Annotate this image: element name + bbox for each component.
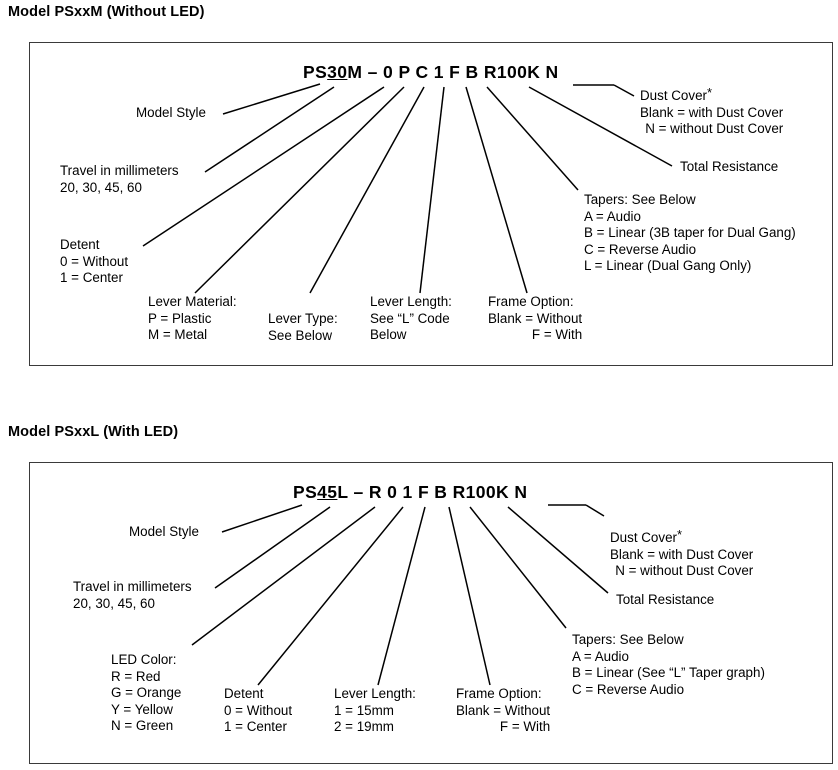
callout-lever-length-l1-m: See “L” Code <box>370 310 450 326</box>
callout-dust-cover-blank-l: Blank = with Dust Cover <box>610 546 754 562</box>
callout-dust-cover-star-m: * <box>706 85 713 100</box>
part-number-underlined: 30 <box>327 62 348 82</box>
part-number-psxxm: PS30M – 0 P C 1 F B R100K N <box>303 62 559 83</box>
callout-tapers-b-m: B = Linear (3B taper for Dual Gang) <box>584 225 796 240</box>
diagram-frame-psxxl <box>29 462 833 764</box>
part-number-underlined-l: 45 <box>317 482 338 502</box>
callout-lever-material-p-m: P = Plastic <box>148 310 212 326</box>
callout-led-color-r-l: R = Red <box>111 668 161 684</box>
callout-dust-cover-blank-m: Blank = with Dust Cover <box>640 104 784 120</box>
callout-tapers-title-m: Tapers: See Below <box>584 192 696 207</box>
callout-lever-length-title-l: Lever Length: <box>334 686 416 701</box>
callout-detent-1-m: 1 = Center <box>60 270 123 285</box>
callout-tapers-b-l: B = Linear (See “L” Taper graph) <box>572 665 765 680</box>
callout-lever-type-note-m: See Below <box>268 327 333 343</box>
callout-tapers-a-l: A = Audio <box>572 648 629 664</box>
callout-tapers-c-l: C = Reverse Audio <box>572 681 685 697</box>
callout-travel-values-m: 20, 30, 45, 60 <box>60 179 142 195</box>
callout-dust-cover-title-l: Dust Cover <box>610 530 677 545</box>
callout-travel-values-l: 20, 30, 45, 60 <box>73 595 155 611</box>
callout-frame-option-blank-l: Blank = Without <box>456 702 551 718</box>
callout-frame-option-blank-m: Blank = Without <box>488 310 583 326</box>
callout-lever-length-l2-m: Below <box>370 327 407 342</box>
section-title-psxxm: Model PSxxM (Without LED) <box>8 4 205 20</box>
callout-led-color-g-l: G = Orange <box>111 685 182 700</box>
part-number-suffix: M – 0 P C 1 F B R100K N <box>347 62 559 82</box>
callout-frame-option-title-m: Frame Option: <box>488 294 574 309</box>
callout-total-resistance-m: Total Resistance <box>680 159 779 174</box>
callout-detent-title-m: Detent <box>60 237 100 252</box>
callout-detent-0-l: 0 = Without <box>224 702 293 718</box>
callout-tapers-title-l: Tapers: See Below <box>572 632 684 647</box>
part-number-suffix-l: L – R 0 1 F B R100K N <box>337 482 528 502</box>
callout-model-style-l: Model Style <box>129 524 199 539</box>
callout-dust-cover-star-l: * <box>676 527 683 542</box>
callout-travel-title-m: Travel in millimeters <box>60 163 179 178</box>
callout-lever-length-title-m: Lever Length: <box>370 294 452 309</box>
callout-total-resistance-l: Total Resistance <box>616 592 715 607</box>
callout-led-color-y-l: Y = Yellow <box>111 701 173 717</box>
callout-lever-type-m: Lever Type:See Below <box>268 311 338 344</box>
callout-tapers-c-m: C = Reverse Audio <box>584 241 697 257</box>
callout-lever-length-2-l: 2 = 19mm <box>334 719 394 734</box>
callout-model-style-m: Model Style <box>136 105 206 120</box>
callout-led-color-n-l: N = Green <box>111 718 174 733</box>
part-number-prefix-l: PS <box>293 482 318 502</box>
section-title-psxxl: Model PSxxL (With LED) <box>8 424 179 440</box>
callout-led-color-title-l: LED Color: <box>111 652 177 667</box>
callout-detent-1-l: 1 = Center <box>224 719 287 734</box>
callout-lever-type-title-m: Lever Type: <box>268 311 338 326</box>
callout-frame-option-f-m: F = With <box>531 327 583 342</box>
callout-lever-length-1-l: 1 = 15mm <box>334 702 394 718</box>
callout-dust-cover-n-l: N = without Dust Cover <box>615 563 754 578</box>
callout-frame-option-title-l: Frame Option: <box>456 686 542 701</box>
callout-travel-title-l: Travel in millimeters <box>73 579 192 594</box>
callout-dust-cover-title-m: Dust Cover <box>640 88 707 103</box>
callout-detent-title-l: Detent <box>224 686 264 701</box>
callout-lever-material-m-m: M = Metal <box>148 327 208 342</box>
part-number-prefix: PS <box>303 62 328 82</box>
callout-tapers-l-m: L = Linear (Dual Gang Only) <box>584 258 752 273</box>
part-number-psxxl: PS45L – R 0 1 F B R100K N <box>293 482 527 503</box>
callout-frame-option-f-l: F = With <box>499 719 551 734</box>
callout-dust-cover-n-m: N = without Dust Cover <box>645 121 784 136</box>
callout-lever-material-title-m: Lever Material: <box>148 294 237 309</box>
callout-tapers-a-m: A = Audio <box>584 208 641 224</box>
callout-detent-0-m: 0 = Without <box>60 253 129 269</box>
